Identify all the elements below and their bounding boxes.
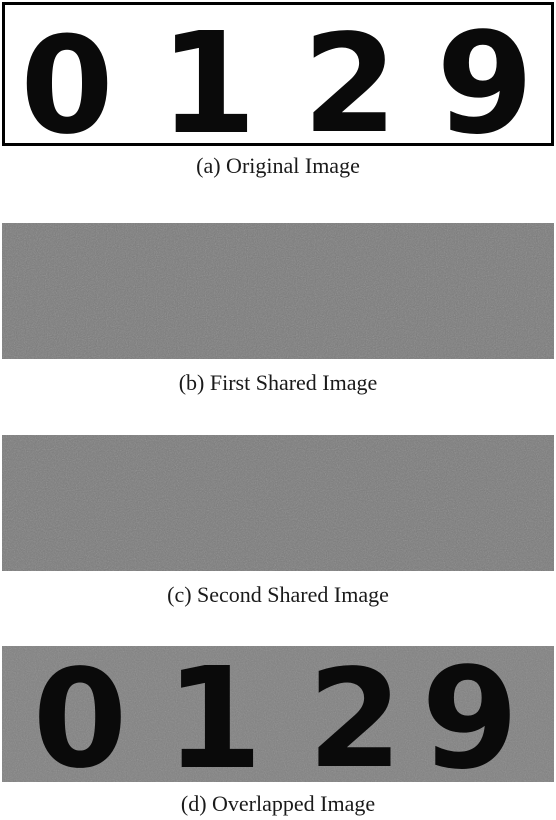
overlapped-digit-9: 9 — [421, 638, 519, 801]
noise-texture — [2, 223, 554, 359]
second-shared-image — [2, 435, 554, 571]
original-digit-2: 2 — [302, 6, 398, 164]
noise-texture — [2, 435, 554, 571]
caption-second-share: (c) Second Shared Image — [167, 582, 389, 607]
first-shared-image — [2, 223, 554, 359]
caption-overlapped: (d) Overlapped Image — [180, 791, 376, 816]
original-image: 0 1 2 9 — [2, 2, 554, 155]
caption-original: (a) Original Image — [196, 153, 360, 178]
original-digit-9: 9 — [436, 3, 534, 166]
overlapped-digit-2: 2 — [307, 641, 403, 799]
noise-texture — [2, 646, 554, 782]
overlapped-digit-0: 0 — [32, 641, 128, 799]
original-digit-0: 0 — [20, 8, 114, 164]
caption-first-share: (b) First Shared Image — [178, 370, 378, 395]
original-digits: 0 1 2 9 — [5, 5, 551, 155]
overlapped-digits: 0 1 2 9 — [2, 646, 554, 790]
overlapped-image: 0 1 2 9 — [2, 646, 554, 790]
overlapped-digit-1: 1 — [165, 638, 263, 801]
original-digit-1: 1 — [159, 3, 257, 166]
